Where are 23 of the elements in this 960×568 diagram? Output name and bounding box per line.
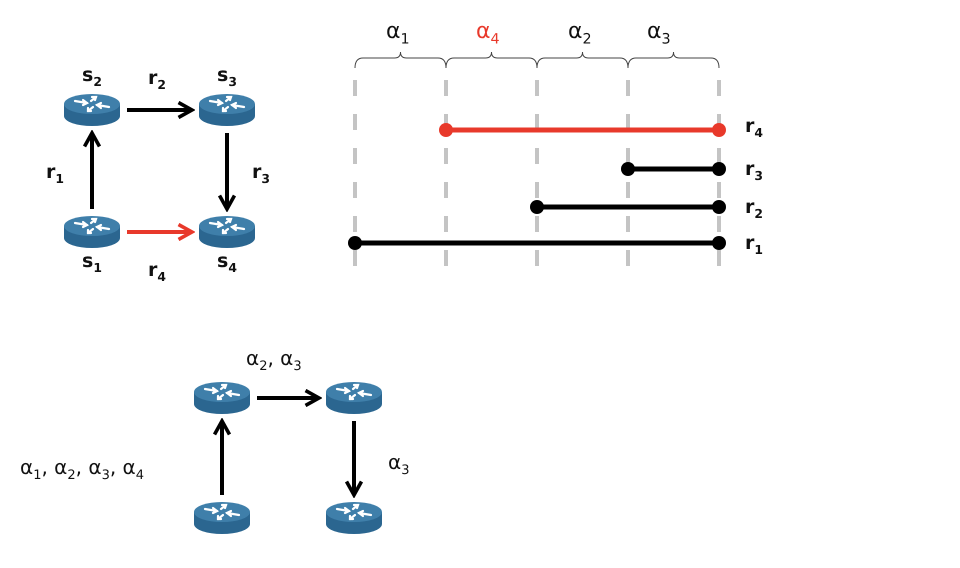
router-icon — [325, 381, 383, 415]
arrow — [344, 421, 364, 497]
interval-label: α$_{4}$ — [476, 20, 500, 50]
router-icon — [325, 501, 383, 535]
arrow — [127, 222, 194, 242]
arrow — [82, 131, 102, 209]
router-icon — [193, 381, 251, 415]
node-label: s$_{3}$ — [217, 63, 237, 91]
node-label: s$_{1}$ — [82, 249, 102, 277]
node-label: s$_{2}$ — [82, 63, 102, 91]
row-label: r$_{2}$ — [745, 195, 763, 223]
arrow — [212, 419, 232, 495]
interval-label: α$_{2}$ — [568, 20, 592, 50]
row-label: r$_{4}$ — [745, 114, 763, 142]
router-icon — [193, 501, 251, 535]
arrow — [257, 388, 321, 408]
arrow — [127, 100, 194, 120]
arrow — [218, 133, 236, 211]
row-label: r$_{1}$ — [745, 231, 763, 259]
interval-label: α$_{1}$ — [386, 20, 410, 50]
interval-label: α$_{3}$ — [647, 20, 671, 50]
node-label: s$_{4}$ — [217, 249, 237, 277]
row-label: r$_{3}$ — [745, 157, 763, 185]
